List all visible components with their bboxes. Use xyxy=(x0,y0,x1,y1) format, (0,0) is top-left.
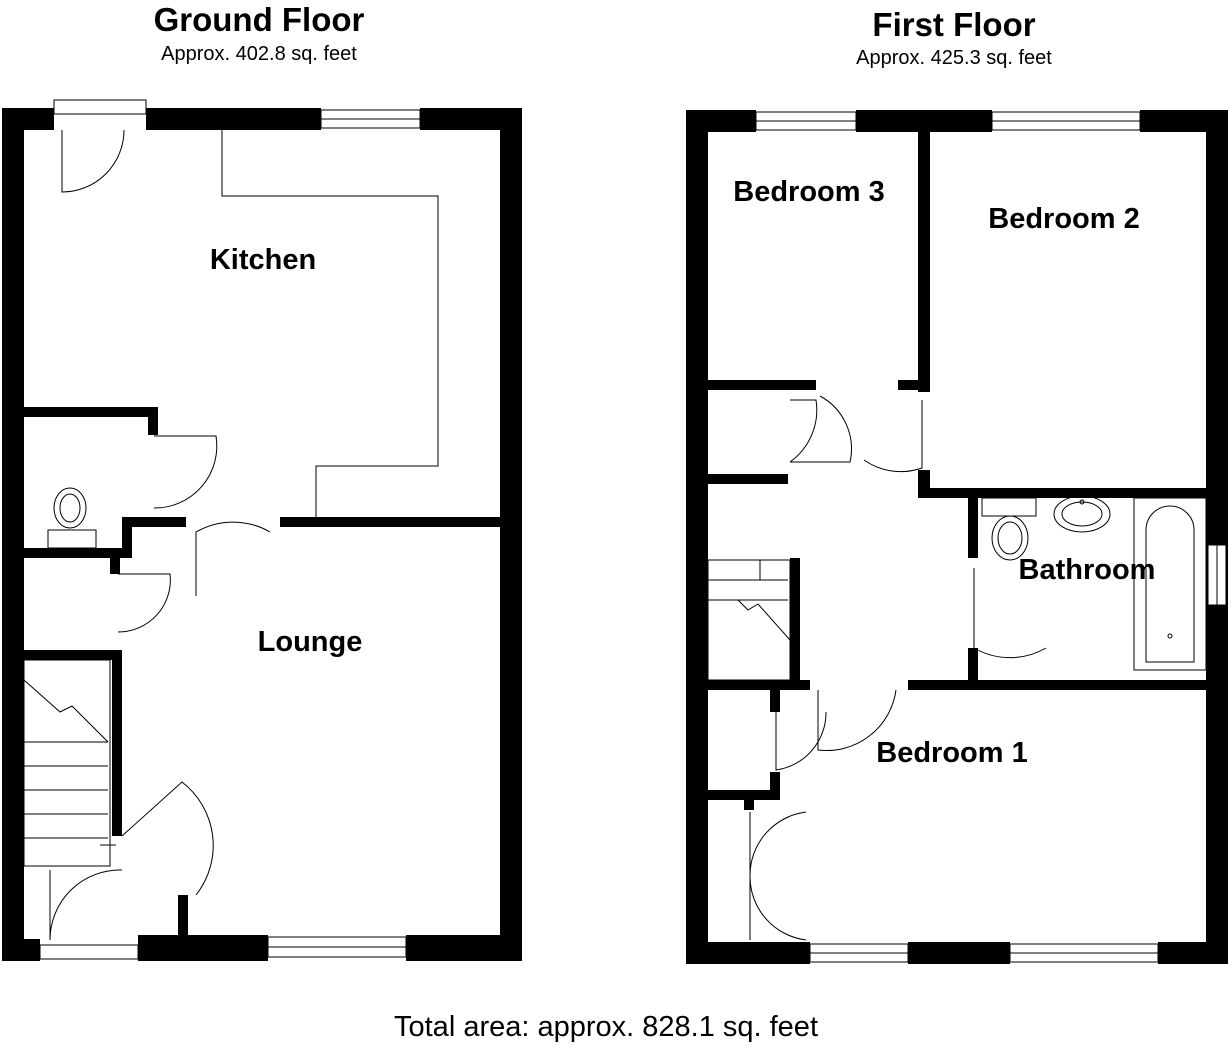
wardrobe-wall-stub xyxy=(770,690,780,712)
first-floor-plan: Bedroom 3 Bedroom 2 Bathroom Bedroom 1 xyxy=(686,110,1228,964)
cupboard-stub xyxy=(110,556,120,574)
ground-floor-plan: Kitchen Lounge xyxy=(2,99,522,961)
cupboard-door-swing-first xyxy=(775,711,827,771)
wc-wall-side xyxy=(122,517,132,558)
bathroom-fixtures xyxy=(981,495,1207,671)
front-door-swing xyxy=(49,869,123,941)
wardrobe-door-upper xyxy=(749,811,807,877)
bathroom-left-wall xyxy=(968,488,978,558)
bed3-bottom-wall xyxy=(708,380,816,390)
stairs-wall-top xyxy=(24,650,122,660)
wc-wall-bottom xyxy=(24,548,124,558)
bathroom-door-swing xyxy=(973,568,1047,659)
bedroom1-door-swing xyxy=(817,689,897,752)
back-door-swing xyxy=(61,129,125,193)
lounge-kitchen-wall xyxy=(280,517,500,527)
hall-door-swing xyxy=(121,781,214,896)
wc-wall-top xyxy=(24,407,158,417)
ground-wall-bottom-right xyxy=(406,935,522,961)
bedroom1-top-wall xyxy=(908,680,1208,690)
ground-wall-left xyxy=(2,108,24,961)
wc-toilet-icon xyxy=(53,487,87,529)
bedroom2-door-swing xyxy=(863,400,923,473)
room-label-bedroom-1: Bedroom 1 xyxy=(876,737,1027,769)
ground-floor-area: Approx. 402.8 sq. feet xyxy=(161,43,357,65)
wardrobe-side-stub xyxy=(770,772,780,800)
kitchen-worktop xyxy=(221,130,439,520)
wc-wall-side-top xyxy=(122,517,186,527)
bedroom1-top-left-wall xyxy=(708,680,810,690)
bathroom-basin-icon xyxy=(1053,495,1111,533)
bedroom3-door-swing xyxy=(789,399,818,463)
total-area: Total area: approx. 828.1 sq. feet xyxy=(394,1011,818,1043)
bathroom-left-wall-lower xyxy=(968,648,978,688)
first-wall-bottom-left xyxy=(686,942,810,964)
bed2-bottom-wall xyxy=(918,488,1208,498)
first-wall-top-right xyxy=(1140,110,1228,132)
first-staircase-icon xyxy=(707,559,791,681)
stairs-rail xyxy=(790,558,800,688)
ground-wall-bottom-mid xyxy=(138,935,268,961)
wc-door-swing xyxy=(153,435,218,509)
room-label-bathroom: Bathroom xyxy=(1019,554,1156,586)
first-floor-area: Approx. 425.3 sq. feet xyxy=(856,47,1052,69)
first-wall-bottom-right xyxy=(1158,942,1228,964)
ground-wall-bottom-left xyxy=(2,939,40,961)
room-label-bedroom-2: Bedroom 2 xyxy=(988,203,1139,235)
bathroom-wc-cistern xyxy=(981,497,1037,517)
first-wall-left xyxy=(686,110,708,964)
bed3-bed2-wall xyxy=(918,130,930,392)
first-wall-right xyxy=(1206,110,1228,964)
bathroom-bath-icon xyxy=(1133,497,1207,671)
stairs-wall-side xyxy=(112,650,122,836)
landing-door-swing xyxy=(790,395,852,463)
wardrobe-door-lower xyxy=(749,875,807,941)
ground-front-door-frame xyxy=(39,944,139,960)
wardrobe-bottom-stub xyxy=(744,800,754,810)
first-wall-top-left xyxy=(686,110,756,132)
ground-wall-top-mid xyxy=(146,108,321,130)
bathroom-toilet-icon xyxy=(991,515,1029,561)
ground-wall-top-left xyxy=(2,108,54,130)
first-floor-title: First Floor xyxy=(872,6,1035,43)
first-wall-top-mid xyxy=(856,110,992,132)
hall-stub xyxy=(178,895,188,935)
ground-wall-top-right xyxy=(420,108,522,130)
wc-wall-top-stub xyxy=(148,407,158,435)
wardrobe-bottom-wall xyxy=(708,790,780,800)
first-wall-bottom-mid xyxy=(908,942,1010,964)
room-label-kitchen: Kitchen xyxy=(210,244,316,276)
ground-staircase-icon xyxy=(23,659,116,867)
room-label-bedroom-3: Bedroom 3 xyxy=(733,176,884,208)
lounge-door-swing xyxy=(195,521,271,596)
ground-back-door-frame xyxy=(53,99,147,115)
room-label-lounge: Lounge xyxy=(258,626,363,658)
bed2-bottom-wall-stub xyxy=(898,380,928,390)
ground-wall-right xyxy=(500,108,522,961)
bed2-side-stub xyxy=(918,470,930,498)
cupboard-door-swing xyxy=(117,573,171,633)
ground-floor-title: Ground Floor xyxy=(154,1,365,38)
landing-cupboard-wall xyxy=(708,474,788,484)
